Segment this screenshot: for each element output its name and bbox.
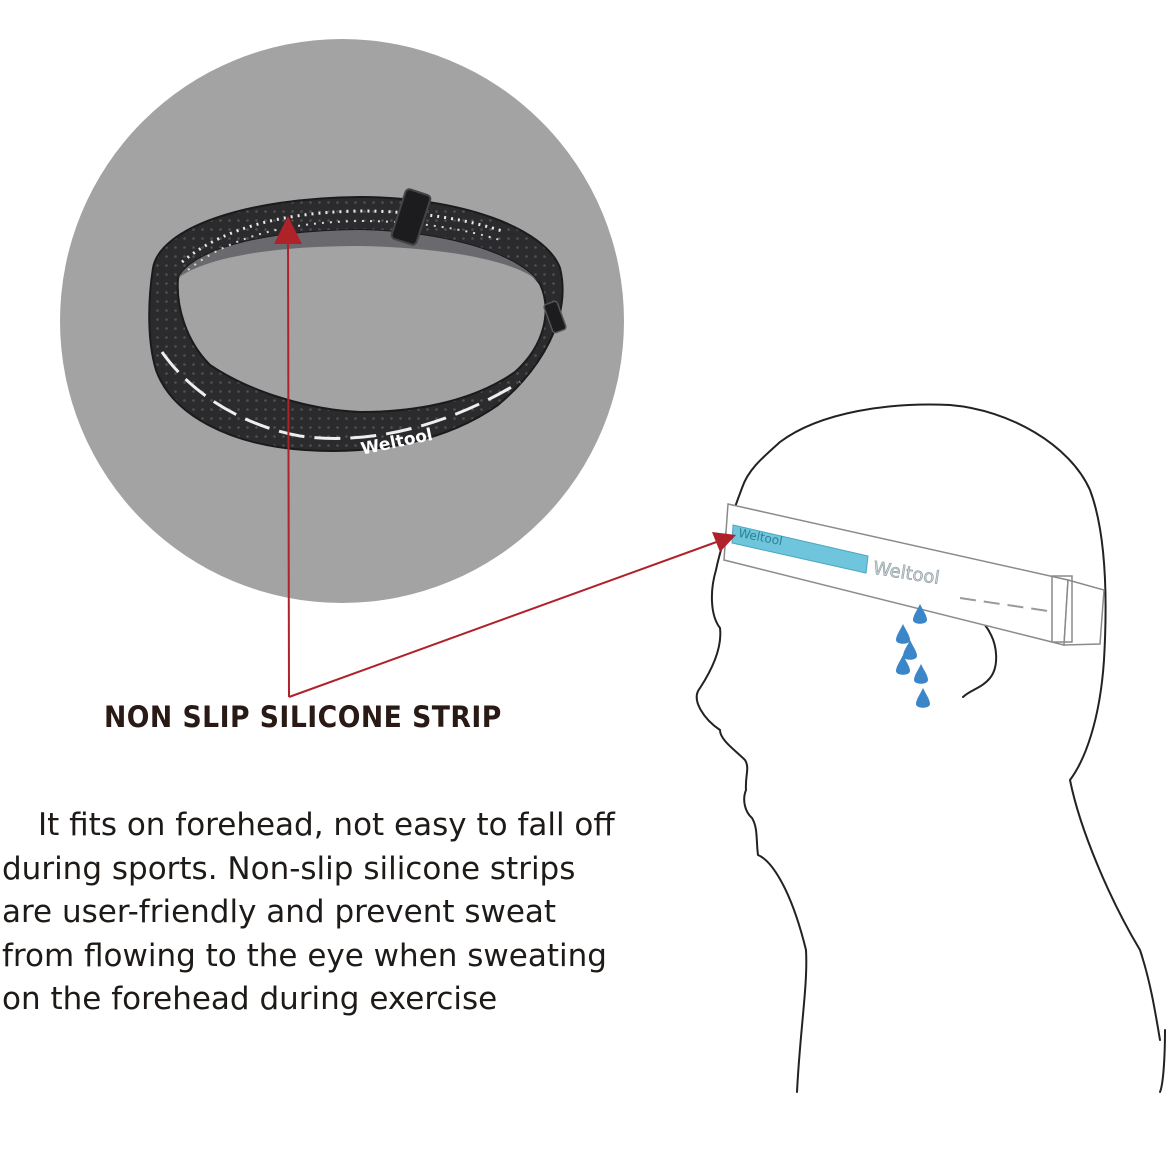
reflective-dashes <box>160 351 521 440</box>
head-profile-outline <box>695 403 1166 1093</box>
callout-heading: NON SLIP SILICONE STRIP <box>104 700 502 734</box>
description-paragraph: It fits on forehead, not easy to fall of… <box>2 804 702 1022</box>
description-line: during sports. Non-slip silicone strips <box>2 850 576 887</box>
sweat-drop-icon <box>896 655 910 675</box>
sweat-drop-icon <box>914 664 928 684</box>
sweat-drop-icon <box>913 604 927 624</box>
arrowhead-right-icon <box>712 532 736 552</box>
sweat-drop-icon <box>896 624 910 644</box>
arrowhead-up-icon <box>274 216 302 244</box>
product-photo-circle <box>60 39 624 603</box>
description-line: from flowing to the eye when sweating <box>2 937 607 974</box>
description-line: are user-friendly and prevent sweat <box>2 894 557 930</box>
sweat-drop-icon <box>903 640 917 660</box>
sweat-drop-icon <box>916 688 930 708</box>
buckle <box>390 188 432 246</box>
callout-arrows <box>287 231 723 698</box>
description-line: on the forehead during exercise <box>2 981 498 1017</box>
sweat-drops <box>896 604 930 708</box>
headband-on-head: Weltool Weltool <box>723 503 1105 646</box>
description-line: It fits on forehead, not easy to fall of… <box>38 807 615 843</box>
